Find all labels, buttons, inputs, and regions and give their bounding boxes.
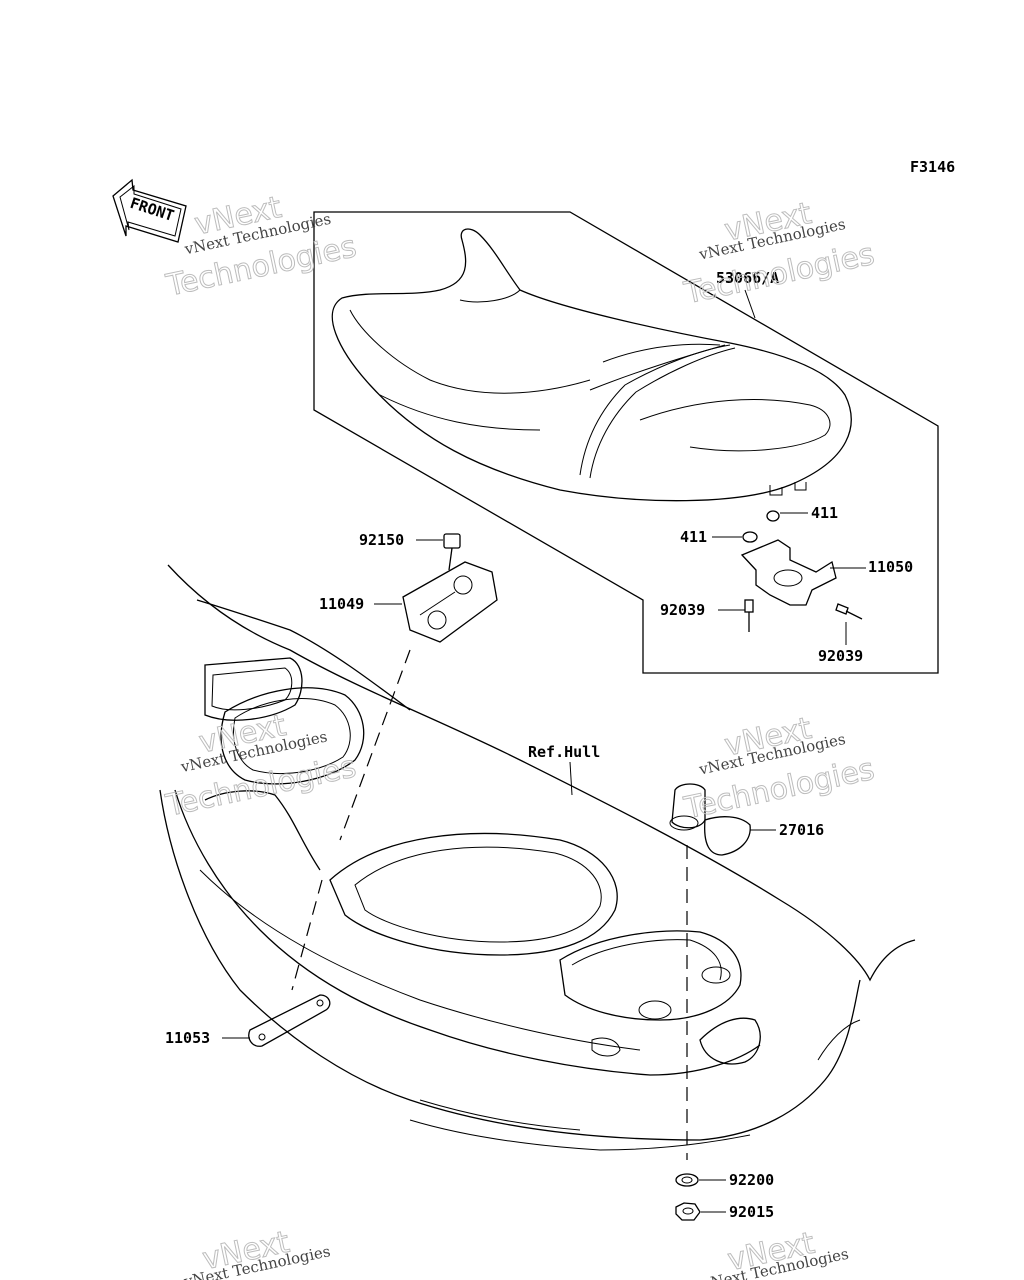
- hull: [159, 564, 916, 1151]
- nut-92015: [675, 1202, 701, 1221]
- label-92150: 92150: [359, 531, 404, 549]
- seat-assembly-frame: [313, 211, 939, 674]
- pin-92039-right: [835, 603, 863, 620]
- label-11050: 11050: [868, 558, 913, 576]
- watermark-top-right: vNext vNext Technologies Technologies: [680, 196, 878, 312]
- washer-92200: [675, 1173, 699, 1187]
- watermark-bottom-left: vNext vNext Technologies: [181, 1224, 331, 1280]
- label-11053: 11053: [165, 1029, 210, 1047]
- label-411-right: 411: [811, 504, 838, 522]
- assembly-line-bracket: [339, 649, 411, 841]
- figure-code: F3146: [910, 158, 955, 176]
- label-11049: 11049: [319, 595, 364, 613]
- hull-bracket-11049: [402, 561, 498, 643]
- label-92015: 92015: [729, 1203, 774, 1221]
- label-27016: 27016: [779, 821, 824, 839]
- watermark-bottom-right: vNext vNext Technologies: [700, 1225, 850, 1280]
- label-92039-right: 92039: [818, 647, 863, 665]
- label-92039-left: 92039: [660, 601, 705, 619]
- watermark-mid-right: vNext vNext Technologies Technologies: [680, 711, 878, 827]
- seat: [331, 228, 852, 502]
- watermark-top-left: vNext vNext Technologies Technologies: [162, 189, 360, 304]
- bolt-92150: [443, 533, 461, 571]
- pin-92039-left: [744, 599, 754, 632]
- seat-latch-bracket: [740, 539, 866, 606]
- label-ref-hull: Ref.Hull: [528, 743, 600, 761]
- label-53066a: 53066/A: [716, 269, 779, 287]
- plate-11053: [248, 994, 331, 1047]
- cap-27016: [669, 783, 751, 856]
- label-411-left: 411: [680, 528, 707, 546]
- assembly-line-plate: [291, 879, 323, 991]
- front-arrow-icon: FRONT: [112, 178, 187, 243]
- watermark-mid-left: vNext vNext Technologies Technologies: [162, 708, 360, 825]
- label-92200: 92200: [729, 1171, 774, 1189]
- washer-411-right: [766, 510, 780, 522]
- washer-411-left: [742, 531, 758, 543]
- front-label: FRONT: [128, 194, 177, 225]
